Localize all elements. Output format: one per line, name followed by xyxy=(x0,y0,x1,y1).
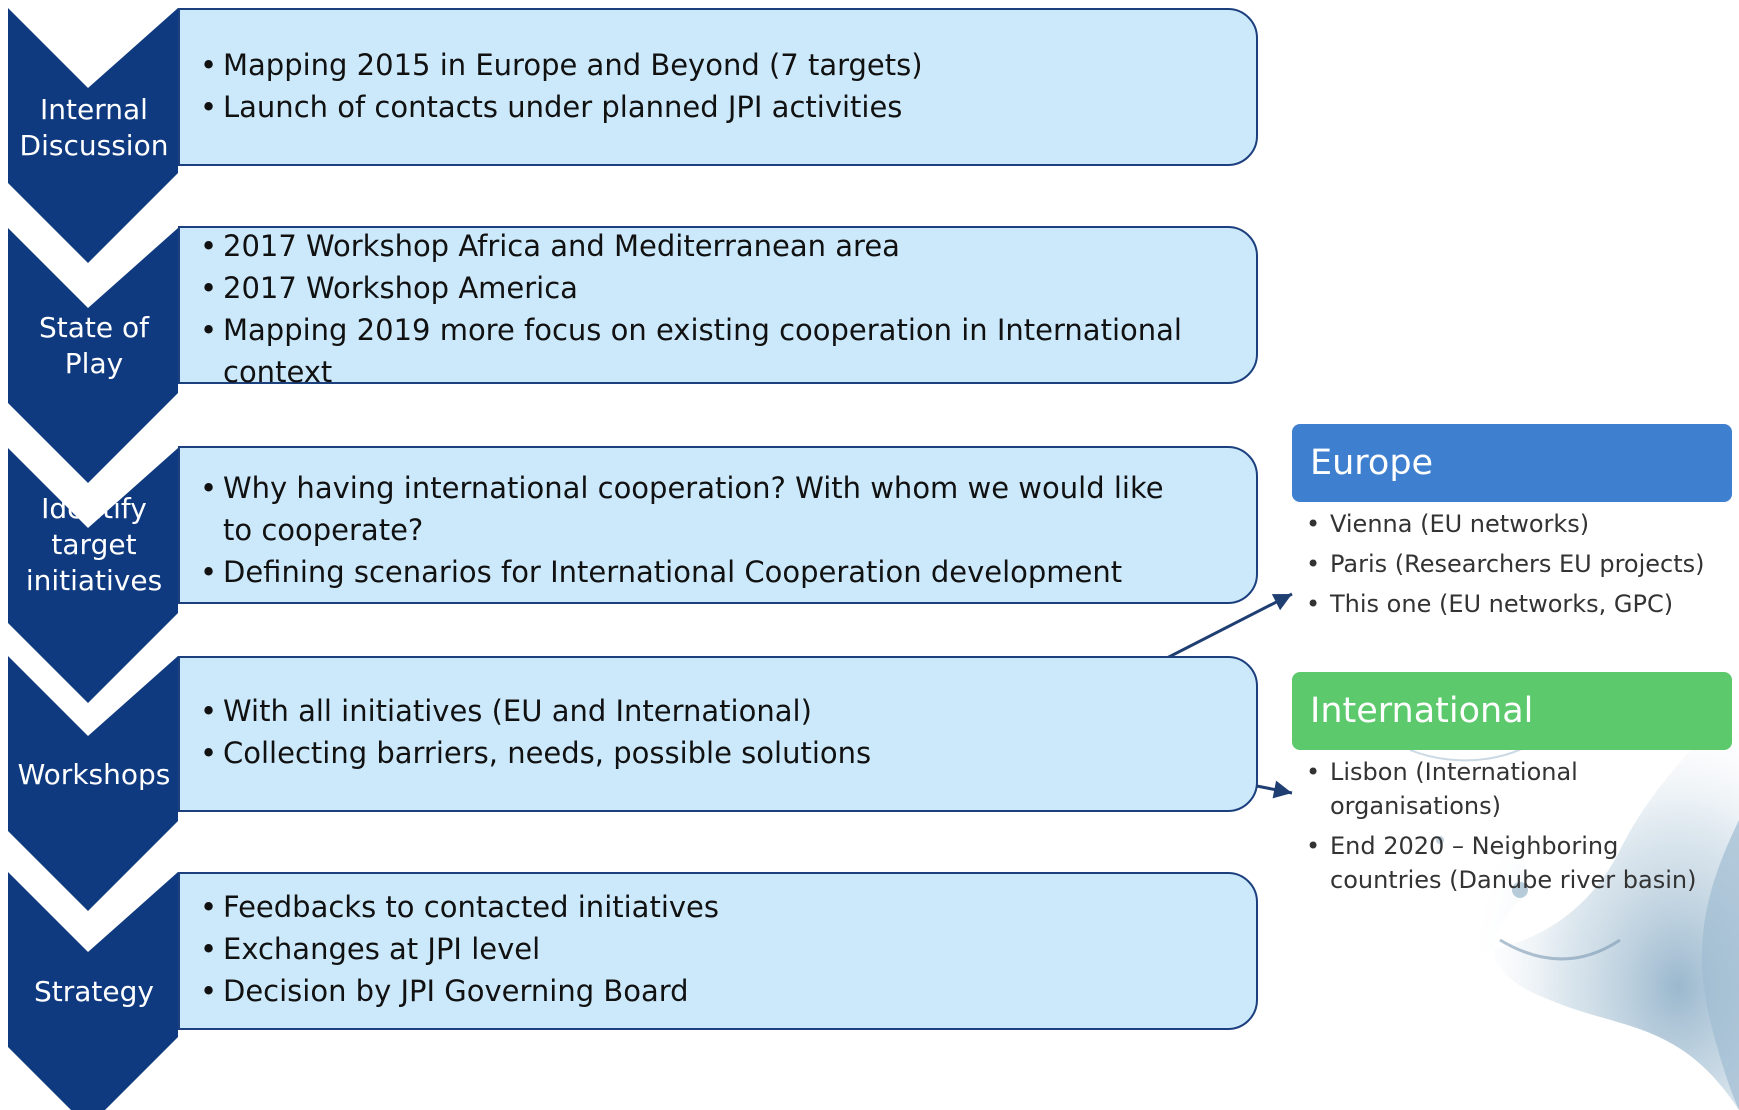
international-item: End 2020 – Neighboring countries (Danube… xyxy=(1306,829,1726,897)
europe-list: Vienna (EU networks) Paris (Researchers … xyxy=(1306,507,1726,627)
stage-chevron xyxy=(8,8,178,263)
stage-bullet: Defining scenarios for International Coo… xyxy=(178,551,1188,593)
stage-label-line: Discussion xyxy=(19,129,169,162)
stage-chevron xyxy=(8,872,178,1110)
stage-label-line: State of xyxy=(38,311,149,344)
stage-bullet: Launch of contacts under planned JPI act… xyxy=(178,86,1188,128)
arrowhead xyxy=(1272,780,1292,799)
europe-title: Europe xyxy=(1310,443,1434,483)
stage-label-line: Workshops xyxy=(17,758,171,791)
stage-label-line: Internal xyxy=(40,93,148,126)
europe-item: This one (EU networks, GPC) xyxy=(1306,587,1726,621)
international-header: International xyxy=(1292,672,1732,750)
stage-bullet: Exchanges at JPI level xyxy=(178,928,1188,970)
stage-bullets: With all initiatives (EU and Internation… xyxy=(178,690,1188,774)
stage-bullets: Why having international cooperation? Wi… xyxy=(178,467,1188,593)
stage-chevron xyxy=(8,228,178,483)
international-title: International xyxy=(1310,691,1534,731)
stage-bullets: Feedbacks to contacted initiativesExchan… xyxy=(178,886,1188,1012)
stage-bullet: Mapping 2019 more focus on existing coop… xyxy=(178,309,1188,393)
stage-bullet: Why having international cooperation? Wi… xyxy=(178,467,1188,551)
stage-label-line: initiatives xyxy=(25,564,163,597)
stage-label: Strategy xyxy=(8,974,180,1010)
stage-label-line: target xyxy=(51,528,137,561)
stage-bullet: Feedbacks to contacted initiatives xyxy=(178,886,1188,928)
stage-bullet: 2017 Workshop Africa and Mediterranean a… xyxy=(178,225,1188,267)
stage-bullet: Collecting barriers, needs, possible sol… xyxy=(178,732,1188,774)
stage-bullets: Mapping 2015 in Europe and Beyond (7 tar… xyxy=(178,44,1188,128)
stage-bullets: 2017 Workshop Africa and Mediterranean a… xyxy=(178,225,1188,393)
stage-bullet: 2017 Workshop America xyxy=(178,267,1188,309)
europe-item: Paris (Researchers EU projects) xyxy=(1306,547,1726,581)
europe-item: Vienna (EU networks) xyxy=(1306,507,1726,541)
arrowhead xyxy=(1271,594,1292,611)
stage-label: Workshops xyxy=(8,757,180,793)
international-list: Lisbon (International organisations) End… xyxy=(1306,755,1726,903)
stage-bullet: Decision by JPI Governing Board xyxy=(178,970,1188,1012)
international-item: Lisbon (International organisations) xyxy=(1306,755,1726,823)
stage-label-line: Play xyxy=(64,347,124,380)
europe-header: Europe xyxy=(1292,424,1732,502)
stage-label-line: Strategy xyxy=(34,975,154,1008)
stage-chevron xyxy=(8,448,178,703)
stage-chevron xyxy=(8,656,178,911)
stage-label-line: Identify xyxy=(41,492,147,525)
stage-bullet: Mapping 2015 in Europe and Beyond (7 tar… xyxy=(178,44,1188,86)
stage-bullet: With all initiatives (EU and Internation… xyxy=(178,690,1188,732)
